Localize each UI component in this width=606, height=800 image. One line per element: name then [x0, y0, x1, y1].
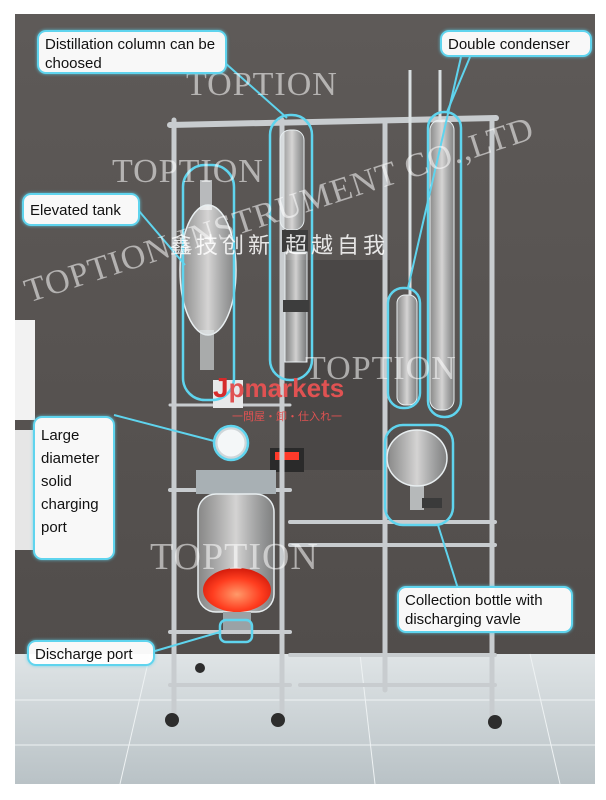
- leader-discharge-port: [154, 631, 221, 652]
- leader-charging-port: [113, 414, 215, 442]
- highlight-elevated-tank: [181, 163, 236, 402]
- highlight-collection-bottle: [383, 423, 455, 527]
- elevated-tank: [179, 180, 237, 370]
- brand-tagline: 一問屋・卸・仕入れ一: [232, 410, 342, 423]
- leader-distillation-column: [223, 61, 288, 119]
- leader-condenser-small: [407, 56, 462, 289]
- charging-port-flange: [214, 426, 248, 460]
- highlight-condenser-small: [386, 286, 422, 410]
- highlight-distillation-column: [268, 113, 314, 382]
- highlight-discharge-port: [218, 618, 254, 644]
- brand-logo: Jpmarkets: [213, 372, 344, 404]
- watermark-toption-bottom: TOPTION: [150, 536, 319, 578]
- watermark-banner-cn: 鑫技创新 超越自我: [170, 234, 389, 259]
- highlight-markers: [181, 110, 463, 644]
- highlight-condenser-large: [426, 110, 463, 419]
- leader-collection-bottle: [437, 524, 461, 596]
- callout-distillation-column: Distillation column can be choosed: [37, 30, 227, 74]
- highlight-charging-port: [212, 424, 250, 462]
- callout-discharge-port: Discharge port: [27, 640, 155, 666]
- wheels: [165, 663, 502, 729]
- reactor-liquid: [203, 568, 271, 612]
- brand-logo-rest: pmarkets: [228, 373, 345, 403]
- floor: [15, 654, 595, 784]
- leader-lines: [113, 56, 471, 652]
- double-condenser: [396, 70, 455, 411]
- main-reactor: [196, 380, 276, 630]
- brand-logo-j: J: [213, 372, 229, 403]
- callout-double-condenser: Double condenser: [440, 30, 592, 57]
- door-panel: [15, 320, 35, 420]
- leader-elevated-tank: [138, 210, 186, 266]
- collection-bottle: [386, 429, 448, 510]
- callout-collection-bottle: Collection bottle with discharging vavle: [397, 586, 573, 633]
- callout-charging-port: Large diameter solid charging port: [33, 416, 115, 560]
- distillation-column: [279, 129, 309, 363]
- watermark-toption-left: TOPTION: [112, 153, 264, 190]
- callout-elevated-tank: Elevated tank: [22, 193, 140, 226]
- watermark-toption-center: TOPTION: [305, 350, 457, 387]
